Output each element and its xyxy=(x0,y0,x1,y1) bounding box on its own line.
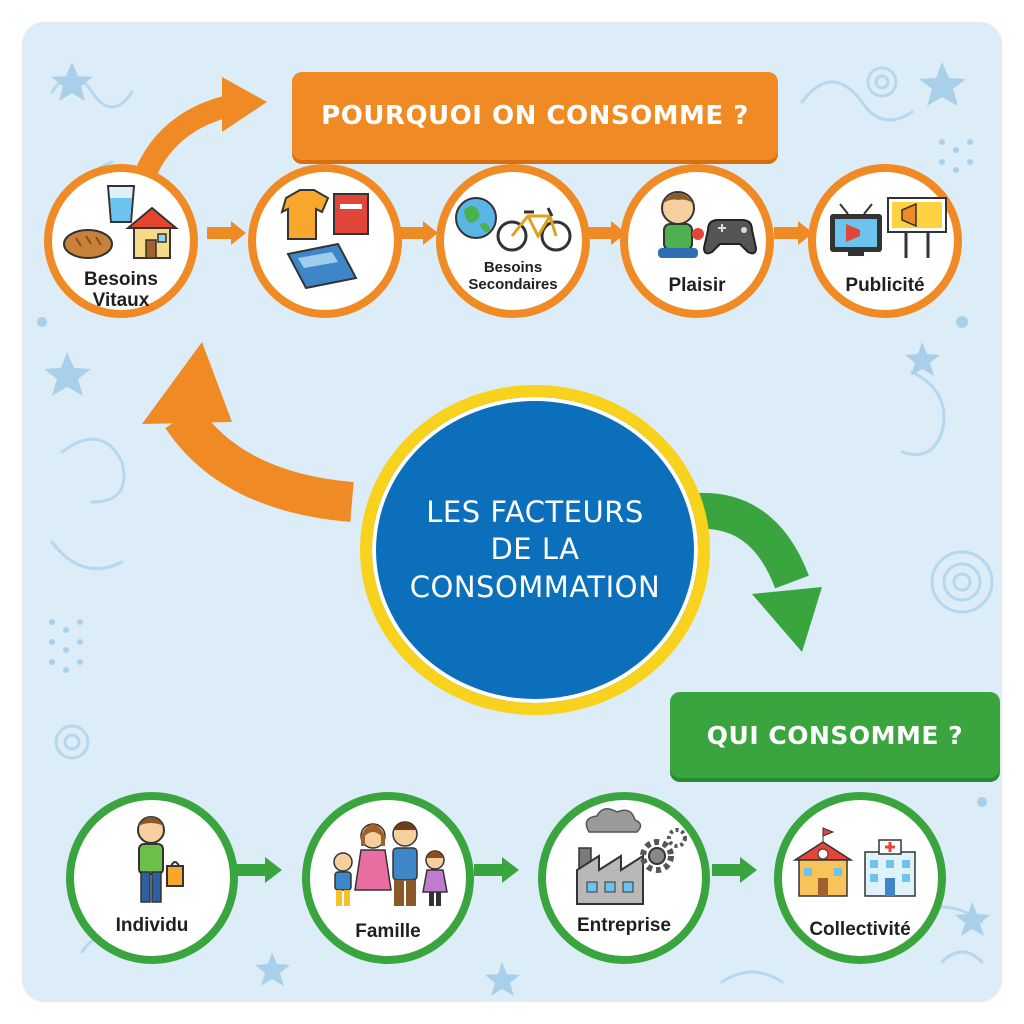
bicycle-icon xyxy=(496,207,572,252)
pleasure-icons xyxy=(658,191,758,258)
node-collectivite-label: Collectivité xyxy=(809,919,911,940)
who-consumes-title-text: QUI CONSOMME ? xyxy=(706,720,964,750)
red-book-icon xyxy=(333,193,369,235)
node-collectivite: Collectivité xyxy=(774,792,946,964)
individual-icons xyxy=(137,816,184,903)
blue-book-icon xyxy=(286,242,358,290)
game-controller-icon xyxy=(702,219,758,255)
node-individu-label: Individu xyxy=(115,915,189,936)
hospital-icon xyxy=(864,839,916,897)
child-playing-icon xyxy=(658,191,704,258)
node-publicite-label: Publicité xyxy=(845,275,925,296)
bread-icon xyxy=(63,229,113,259)
decorative-doodles xyxy=(37,62,994,996)
node-individu: Individu xyxy=(66,792,238,964)
house-icon xyxy=(125,206,179,259)
node-plaisir: Plaisir xyxy=(620,164,774,318)
water-glass-icon xyxy=(106,185,136,223)
node-besoins-secondaires-label-line1: Besoins xyxy=(483,259,543,276)
node-besoins-vitaux-label-line1: Besoins xyxy=(84,269,158,290)
company-icons xyxy=(576,808,687,905)
secondary-needs-icons xyxy=(455,197,572,252)
central-topic-circle: LES FACTEURS DE LA CONSOMMATION xyxy=(360,385,710,715)
family-icon xyxy=(333,821,448,906)
node-besoins-vitaux-label-line2: Vitaux xyxy=(92,289,150,311)
school-icon xyxy=(792,827,854,897)
node-besoins-vitaux: Besoins Vitaux xyxy=(44,164,198,318)
node-besoins-secondaires: Besoins Secondaires xyxy=(436,164,590,318)
node-besoins-secondaires-label-line2: Secondaires xyxy=(468,275,558,293)
node-clothes-books xyxy=(248,164,402,318)
central-topic-line3: CONSOMMATION xyxy=(409,569,661,604)
community-icons xyxy=(792,827,916,897)
tv-icon xyxy=(830,203,882,256)
advertising-icons xyxy=(830,197,947,258)
why-consume-title: POURQUOI ON CONSOMME ? xyxy=(292,72,778,160)
central-topic-line1: LES FACTEURS xyxy=(426,495,644,530)
node-entreprise-label: Entreprise xyxy=(577,915,671,936)
who-consumes-title: QUI CONSOMME ? xyxy=(670,692,1000,778)
basic-needs-icons xyxy=(63,185,179,259)
clothes-books-icons xyxy=(280,189,369,290)
gear-icon xyxy=(640,828,687,873)
person-shopping-icon xyxy=(137,816,184,903)
node-entreprise: Entreprise xyxy=(538,792,710,964)
globe-icon xyxy=(455,197,497,239)
tshirt-icon xyxy=(280,189,330,240)
billboard-icon xyxy=(887,197,947,258)
node-publicite: Publicité xyxy=(808,164,962,318)
diagram-background: POURQUOI ON CONSOMME ? xyxy=(22,22,1002,1002)
why-consume-title-text: POURQUOI ON CONSOMME ? xyxy=(321,101,749,131)
factory-icon xyxy=(576,808,644,905)
central-topic-line2: DE LA xyxy=(490,532,580,567)
family-icons xyxy=(333,821,448,906)
node-famille: Famille xyxy=(302,792,474,964)
node-plaisir-label: Plaisir xyxy=(668,275,726,296)
node-famille-label: Famille xyxy=(355,921,421,942)
